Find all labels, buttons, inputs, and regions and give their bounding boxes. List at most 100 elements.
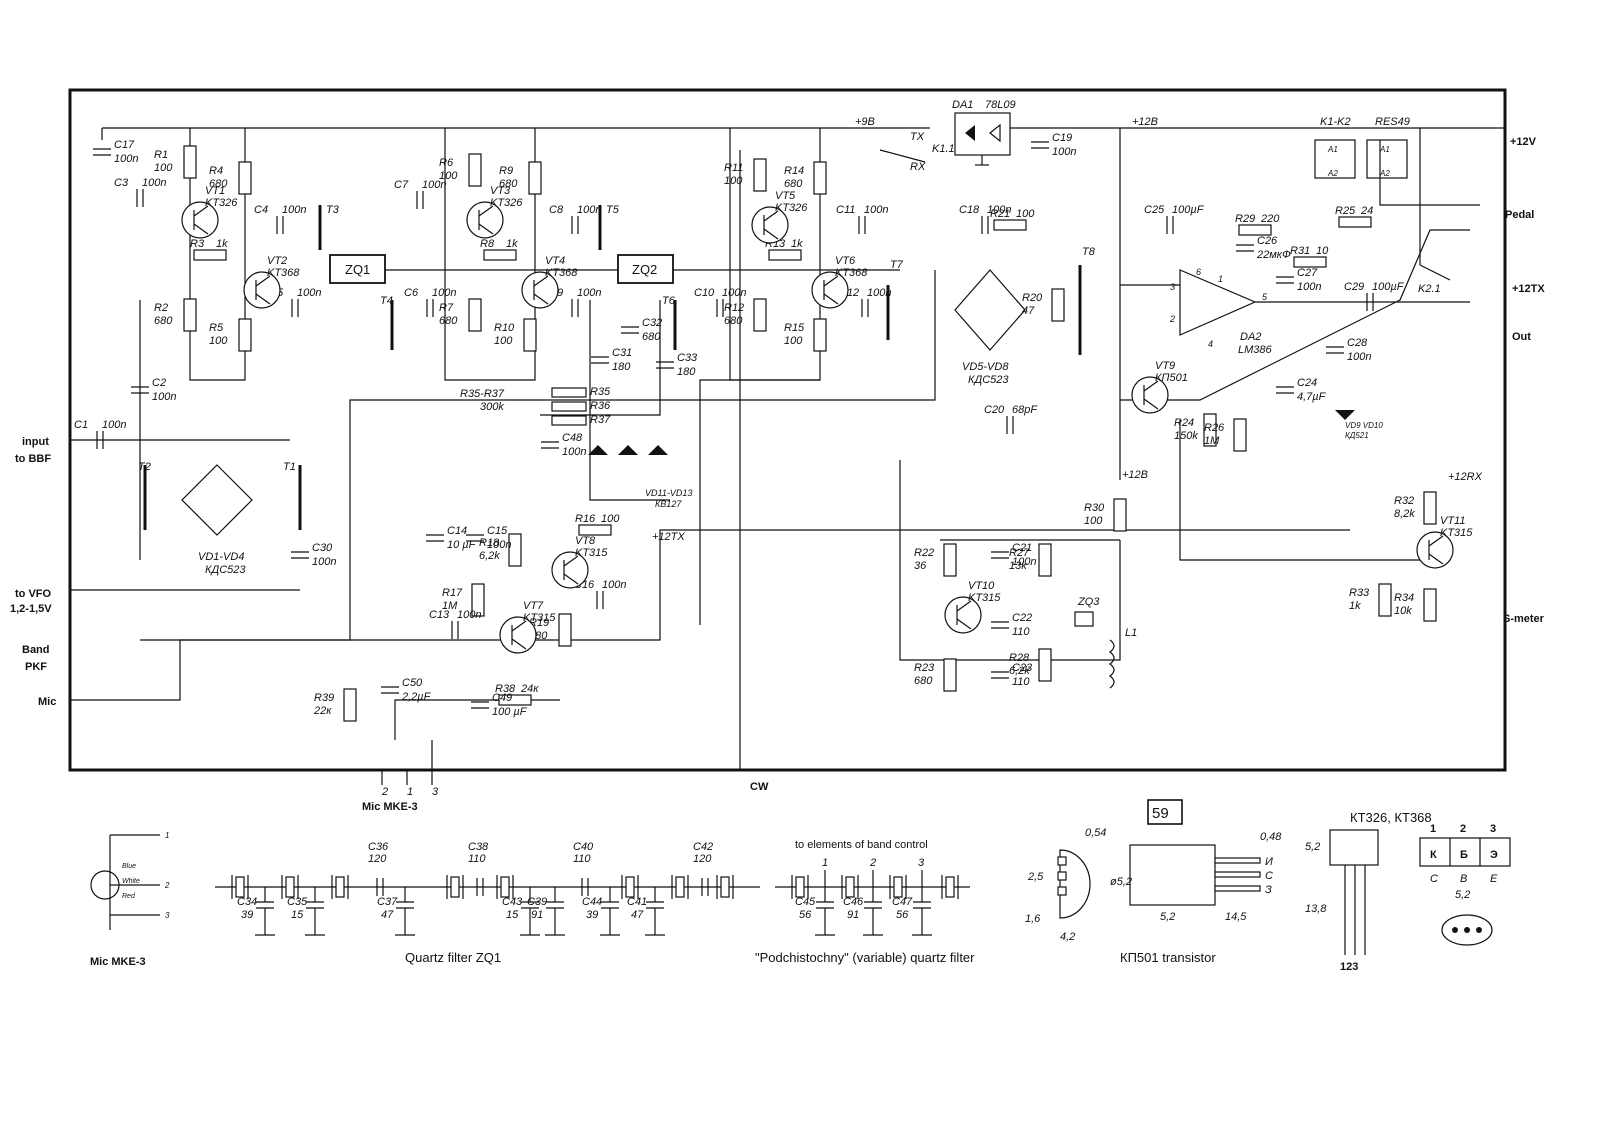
resistor-value: 47 — [1022, 305, 1035, 317]
da2-ref: DA2 — [1240, 331, 1261, 343]
capacitor-ref: C2 — [152, 377, 166, 389]
quartz-crystal — [281, 875, 299, 899]
capacitor-value: 100µF — [1172, 204, 1205, 216]
t4-label: T4 — [380, 295, 393, 307]
filter-cap-ref: C44 — [582, 896, 602, 908]
conn-band: Band — [22, 644, 50, 656]
connectors: input to BBF to VFO 1,2-1,5V Band PKF Mi… — [10, 136, 1545, 813]
kt326-pin-num-1: 1 — [1430, 823, 1436, 835]
t1-label: T1 — [283, 461, 296, 473]
resistor-ref: R23 — [914, 662, 935, 674]
resistor-value: 6,2k — [479, 550, 500, 562]
variable-filter-cap-value: 56 — [896, 909, 909, 921]
capacitor-value: 22мкФ — [1256, 249, 1291, 261]
resistor-ref: R16 — [575, 513, 596, 525]
capacitor-ref: C3 — [114, 177, 129, 189]
transistor-ref: VT9 — [1155, 360, 1175, 372]
da1-regulator: DA1 78L09 TX RX K1.1 — [879, 99, 1016, 173]
capacitor-value: 100n — [114, 153, 138, 165]
capacitor-ref: C8 — [549, 204, 564, 216]
filter-cap-ref: C36 — [368, 841, 389, 853]
transistor-part: KT315 — [575, 547, 608, 559]
resistor-ref: R27 — [1009, 547, 1030, 559]
capacitor-ref: C18 — [959, 204, 980, 216]
kp501-outline: 59 0,54 2,5 1,6 4,2 ø5,2 5,2 14,5 0,48 И… — [1025, 799, 1282, 965]
quartz-crystal — [841, 875, 859, 899]
conn-vfo-voltage: 1,2-1,5V — [10, 603, 52, 615]
zq2-label: ZQ2 — [632, 262, 657, 277]
t6-label: T6 — [662, 295, 676, 307]
resistor-value: 100 — [209, 335, 228, 347]
r35-37-group-ref: R35-R37 — [460, 388, 505, 400]
filter-cap-ref: C42 — [693, 841, 713, 853]
filter-cap-value: 110 — [468, 853, 486, 865]
kt326-bottom: 123 — [1340, 961, 1358, 973]
resistor-ref: R38 — [495, 683, 516, 695]
capacitor-value: 100n — [562, 446, 586, 458]
k1-rx-label: RX — [910, 161, 926, 173]
filter-cap-ref: C43 — [502, 896, 523, 908]
transistor-part: KT315 — [968, 592, 1001, 604]
capacitor-value: 100n — [602, 579, 626, 591]
resistor-value: 1M — [1204, 435, 1220, 447]
kt326-pin-b-en: B — [1460, 873, 1467, 885]
resistor-ref: R10 — [494, 322, 515, 334]
mic-pin-3: 3 — [165, 911, 170, 920]
resistor-ref: R15 — [784, 322, 805, 334]
resistor-value: 24к — [520, 683, 539, 695]
variable-filter-note: to elements of band control — [795, 839, 928, 851]
transistor-ref: VT11 — [1440, 515, 1465, 527]
capacitor-ref: C6 — [404, 287, 419, 299]
da2-part: LM386 — [1238, 344, 1273, 356]
kp501-pin-z: З — [1265, 884, 1272, 896]
resistor-ref: R31 — [1290, 245, 1310, 257]
filter-cap-value: 39 — [241, 909, 253, 921]
capacitor-value: 10 µF — [447, 539, 477, 551]
mic-wire-red: Red — [122, 893, 136, 900]
diode-bridges: VD1-VD4 КДС523 VD5-VD8 КДС523 VD9 VD10 К… — [181, 269, 1383, 576]
transistor-part: KT368 — [835, 267, 868, 279]
resistor-value: 680 — [439, 315, 458, 327]
resistor-ref: R32 — [1394, 495, 1414, 507]
conn-mic: Mic — [38, 696, 56, 708]
board-frame — [68, 88, 1507, 772]
conn-plus12v: +12V — [1510, 136, 1537, 148]
resistor-value: 100 — [439, 170, 458, 182]
transistor-part: KT368 — [545, 267, 578, 279]
resistor-value: 680 — [209, 178, 228, 190]
r35-ref: R35 — [590, 386, 611, 398]
capacitor-ref: C49 — [492, 692, 512, 704]
quartz-filter-zq1: C3439C3515C36120C3747C38110C3991C40110C4… — [215, 841, 760, 965]
capacitor-ref: C27 — [1297, 267, 1318, 279]
capacitor-ref: C23 — [1012, 662, 1033, 674]
kp501-dim-1: 0,54 — [1085, 827, 1106, 839]
capacitor-value: 100n — [457, 609, 481, 621]
transistor-part: KT326 — [490, 197, 523, 209]
resistor-value: 100 — [494, 335, 513, 347]
resistor-ref: R4 — [209, 165, 223, 177]
conn-mic-pin-3: 3 — [432, 786, 439, 798]
resistor-ref: R20 — [1022, 292, 1043, 304]
da2-pin4: 4 — [1208, 339, 1213, 349]
capacitor-ref: C15 — [487, 525, 508, 537]
capacitor-value: 100µF — [1372, 281, 1405, 293]
da1-part: 78L09 — [985, 99, 1016, 111]
capacitor-ref: C4 — [254, 204, 268, 216]
transistor-ref: VT2 — [267, 255, 287, 267]
kt326-pin-k: К — [1430, 849, 1437, 861]
